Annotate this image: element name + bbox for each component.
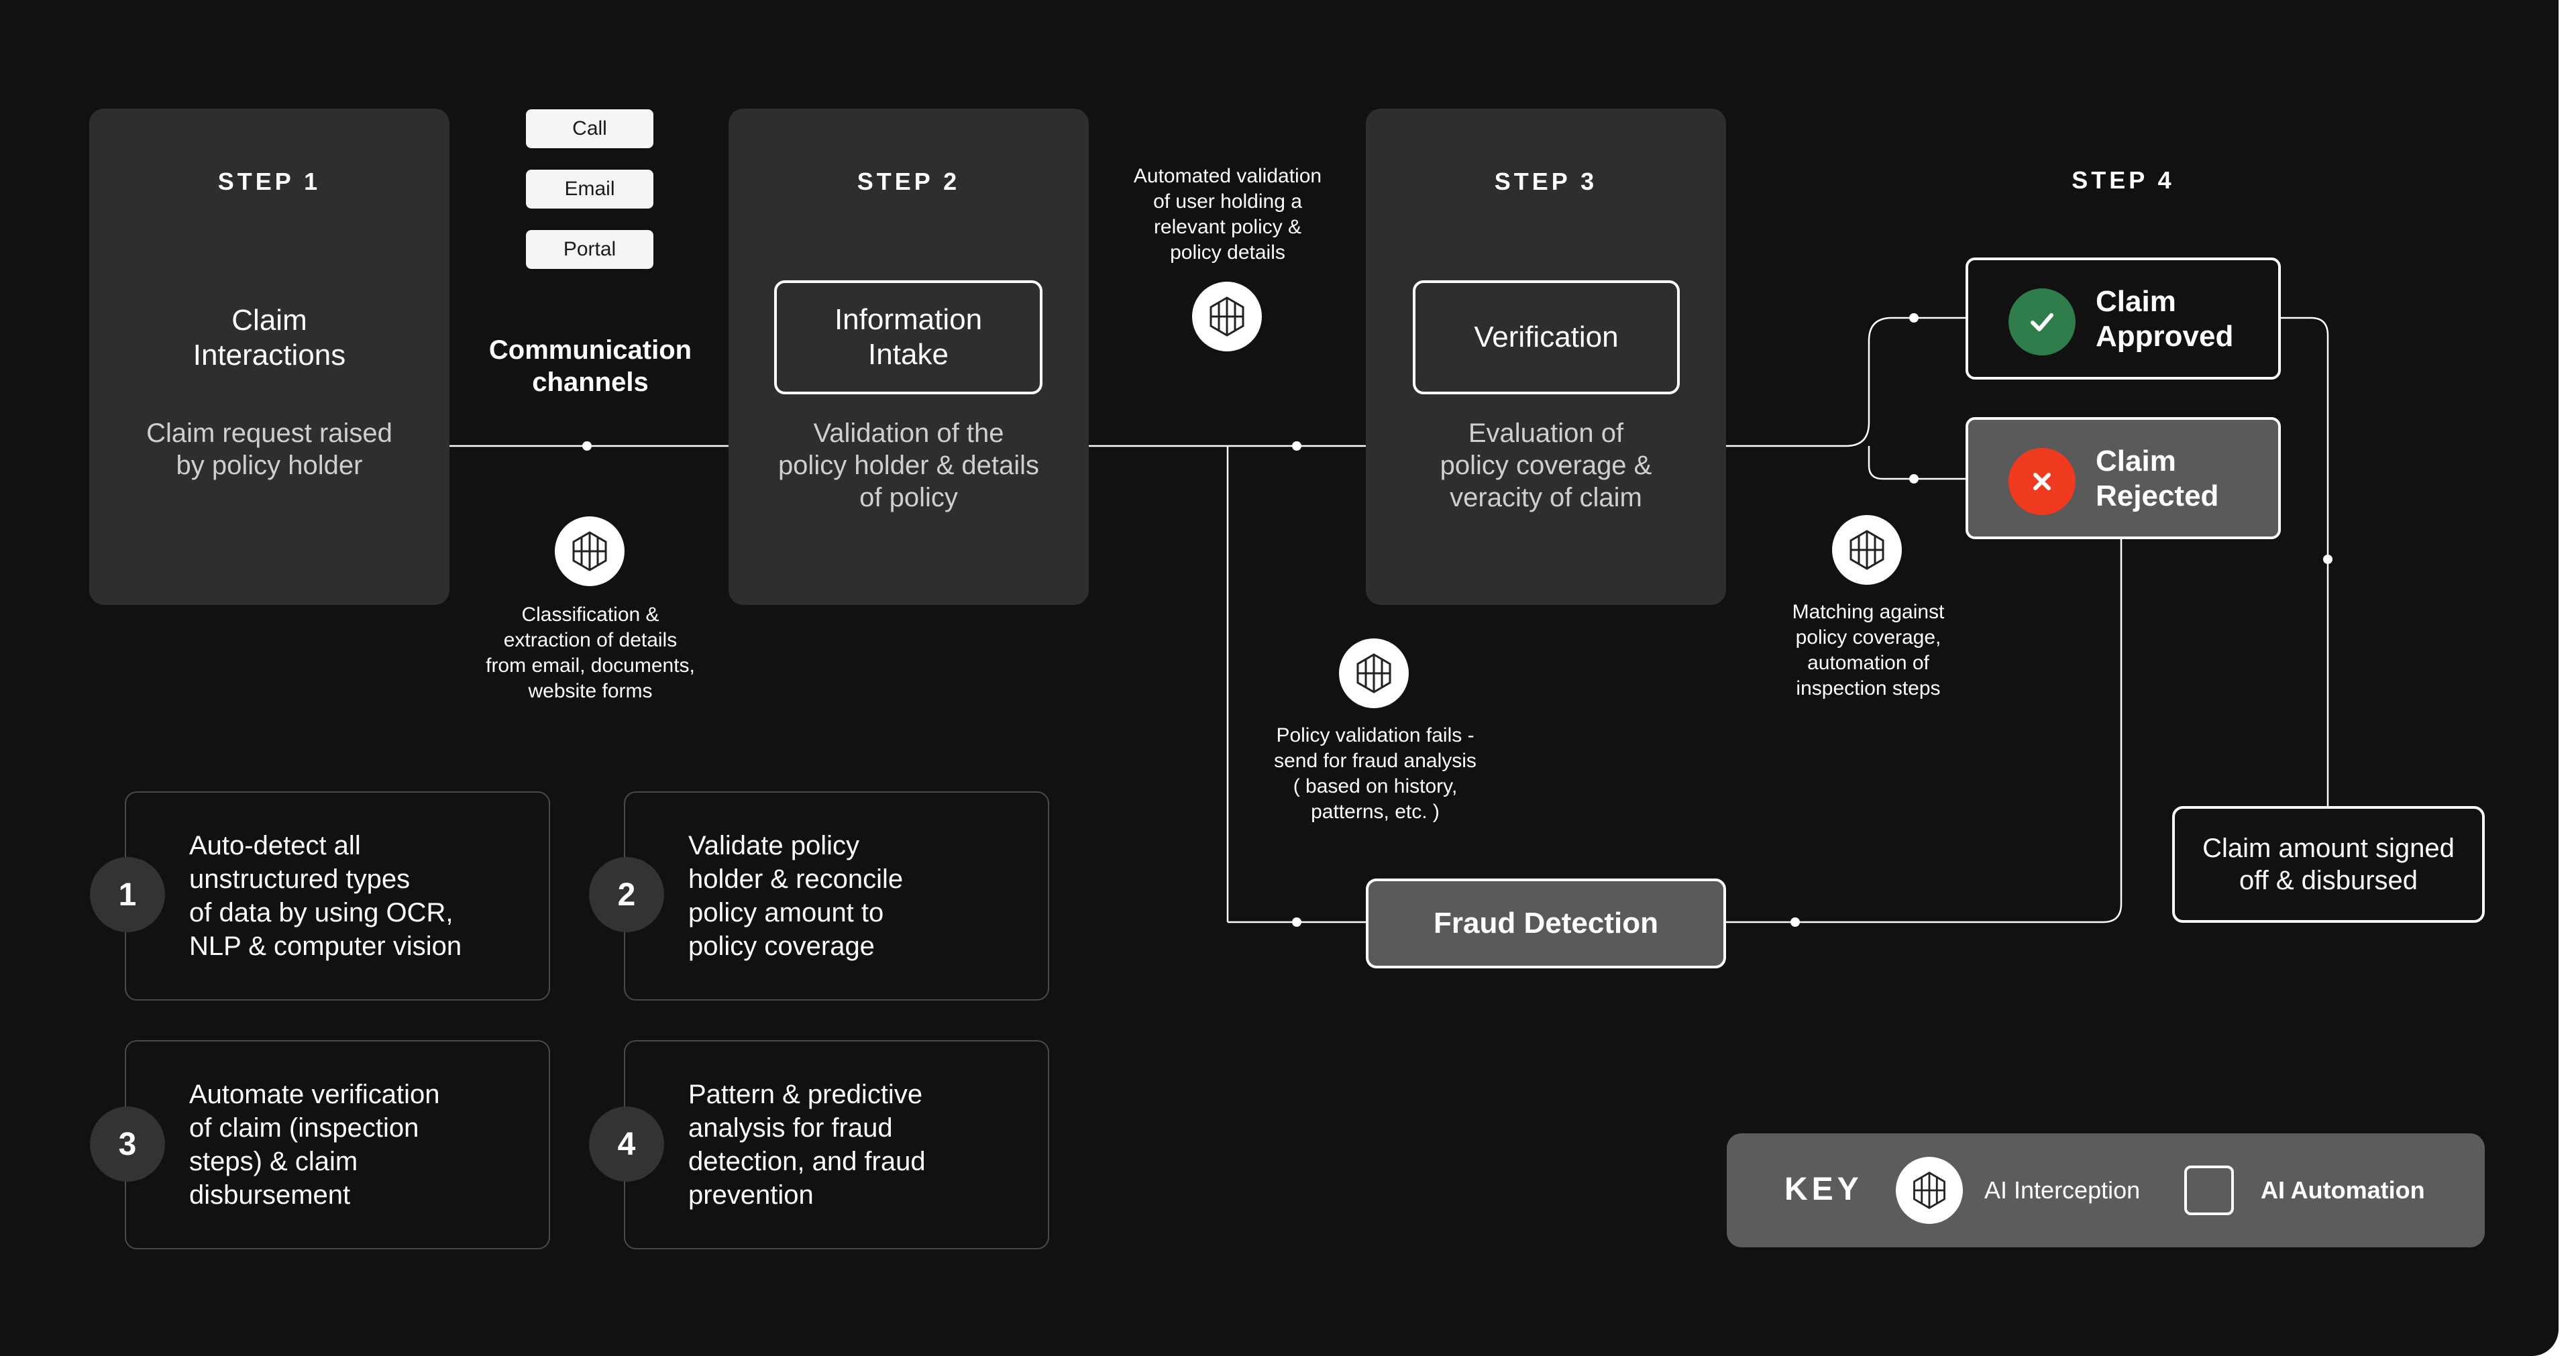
step-3-description: Evaluation of policy coverage & veracity… (1440, 418, 1652, 512)
feature-number: 3 (90, 1107, 165, 1182)
feature-card: Pattern & predictive analysis for fraud … (624, 1040, 1049, 1249)
check-icon (2008, 288, 2076, 355)
communication-channels-label: Communication channels (488, 335, 692, 397)
step-2-card: STEP 2 Information Intake Validation of … (729, 109, 1089, 605)
legend-ai-automation-label: AI Automation (2261, 1176, 2425, 1204)
ai-interception-icon (1339, 638, 1409, 708)
ai-interception-icon (555, 516, 625, 586)
classification-caption: Classification & extraction of details f… (486, 604, 695, 702)
information-intake-box: Information Intake (774, 280, 1042, 394)
step-1-description: Claim request raised by policy holder (146, 418, 392, 480)
verification-box: Verification (1413, 280, 1680, 394)
step-4-label: STEP 4 (2072, 166, 2175, 194)
claim-approved-label: Claim Approved (2096, 285, 2234, 353)
claim-approved-box: Claim Approved (1966, 258, 2281, 380)
ai-interception-icon (1896, 1157, 1963, 1224)
ai-automation-swatch (2184, 1166, 2234, 1215)
step-1-card: STEP 1 Claim Interactions Claim request … (89, 109, 449, 605)
step-2-description: Validation of the policy holder & detail… (777, 418, 1040, 512)
feature-text: Auto-detect all unstructured types of da… (189, 831, 462, 961)
feature-card: Automate verification of claim (inspecti… (125, 1040, 550, 1249)
legend-ai-interception-label: AI Interception (1984, 1176, 2141, 1204)
close-icon (2008, 448, 2076, 515)
feature-text: Automate verification of claim (inspecti… (189, 1080, 440, 1210)
legend-panel: KEY AI Interception AI Automation (1727, 1133, 2485, 1247)
feature-number: 2 (589, 857, 664, 932)
feature-text: Validate policy holder & reconcile polic… (688, 831, 904, 961)
portal-pill: Portal (526, 230, 653, 269)
email-pill: Email (526, 170, 653, 209)
ai-interception-icon (1832, 515, 1902, 585)
feature-text: Pattern & predictive analysis for fraud … (688, 1080, 926, 1210)
step-3-card: STEP 3 Verification Evaluation of policy… (1366, 109, 1726, 605)
step-2-label: STEP 2 (857, 168, 961, 195)
claim-rejected-label: Claim Rejected (2096, 445, 2219, 512)
step-1-label: STEP 1 (217, 168, 321, 195)
legend-title: KEY (1784, 1172, 1863, 1207)
fraud-detection-box: Fraud Detection (1366, 879, 1726, 968)
claim-disbursed-box: Claim amount signed off & disbursed (2172, 806, 2485, 923)
claim-rejected-box: Claim Rejected (1966, 417, 2281, 539)
policy-validation-fails-caption: Policy validation fails - send for fraud… (1274, 724, 1477, 823)
step-1-title: Claim Interactions (193, 304, 346, 372)
call-pill: Call (526, 109, 653, 148)
matching-caption: Matching against policy coverage, automa… (1792, 601, 1945, 699)
step-3-label: STEP 3 (1494, 168, 1598, 195)
automated-validation-caption: Automated validation of user holding a r… (1133, 165, 1322, 264)
ai-interception-icon (1192, 282, 1262, 351)
feature-card: Auto-detect all unstructured types of da… (125, 791, 550, 1001)
feature-number: 1 (90, 857, 165, 932)
feature-number: 4 (589, 1107, 664, 1182)
feature-card: Validate policy holder & reconcile polic… (624, 791, 1049, 1001)
